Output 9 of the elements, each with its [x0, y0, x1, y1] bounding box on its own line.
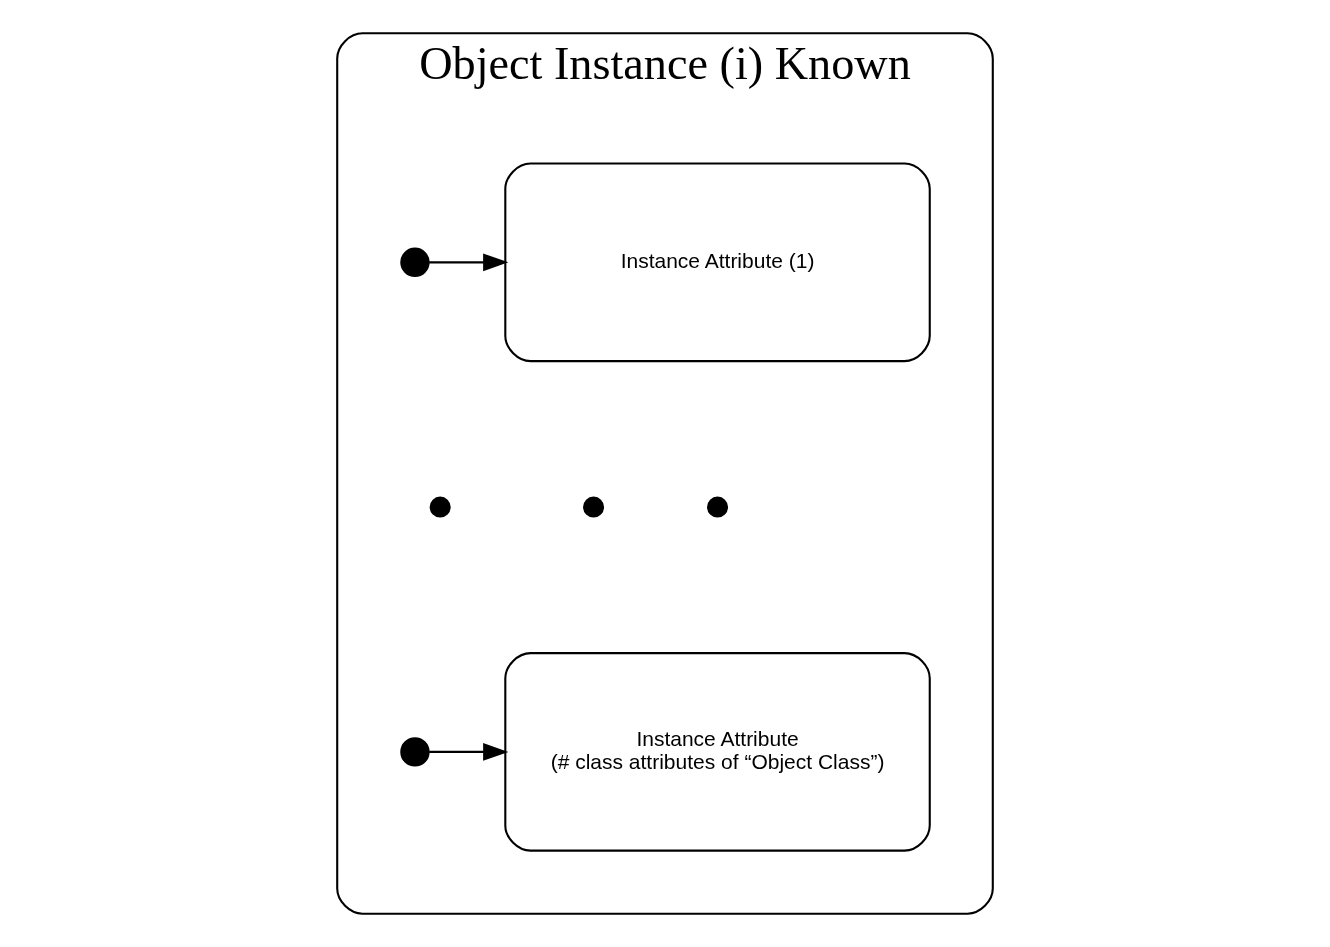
- node-circle: [400, 247, 430, 278]
- node-circle: [583, 496, 605, 518]
- node-circle: [400, 737, 430, 767]
- arrow: [429, 743, 509, 761]
- node-box: Instance Attribute (1): [504, 162, 931, 363]
- node-circle: [429, 496, 451, 518]
- node-circle: [707, 496, 729, 518]
- arrow: [429, 253, 509, 272]
- node-box: Instance Attribute (# class attributes of “Object Class”): [504, 652, 931, 852]
